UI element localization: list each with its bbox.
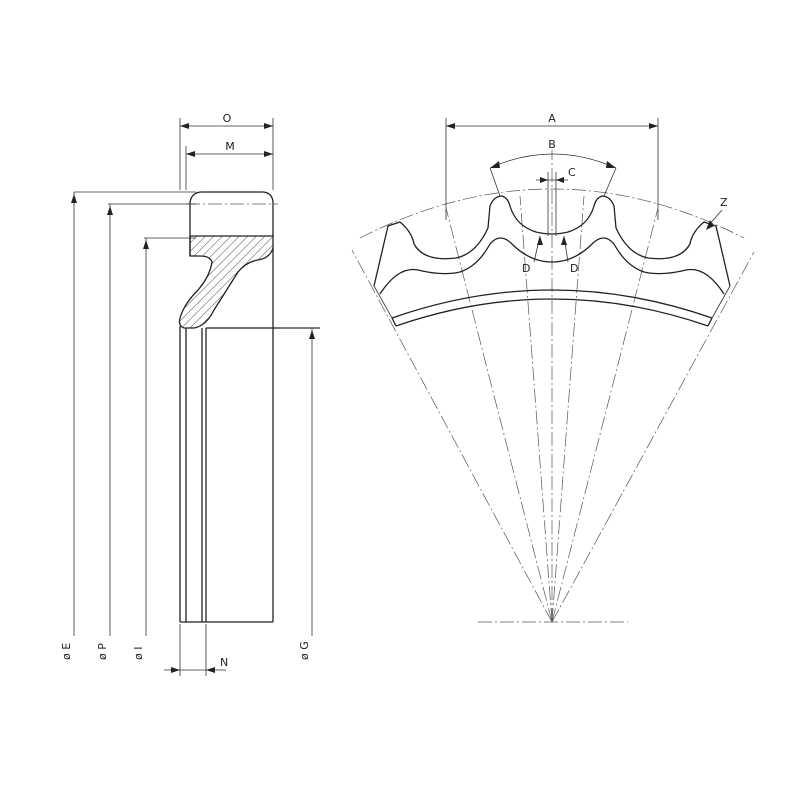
- dimension-o-label: O: [223, 112, 232, 125]
- sprocket-segment-view: A B C D D Z: [351, 112, 755, 623]
- hub-ring-outer: [391, 289, 713, 319]
- dimension-i-label: ø I: [132, 647, 145, 660]
- seal-lip-profile: [178, 235, 274, 329]
- sprocket-tooth-profile-inner: [379, 237, 725, 295]
- radial-centerlines: [351, 150, 755, 623]
- dimension-z-label: Z: [720, 196, 728, 209]
- dimension-a-label: A: [548, 112, 556, 125]
- dimension-b-arc: [489, 153, 617, 169]
- dimension-d-right-label: D: [570, 262, 578, 275]
- dimension-m-label: M: [225, 140, 235, 153]
- dimension-b-label: B: [548, 138, 556, 151]
- dimension-g-label: ø G: [298, 641, 311, 660]
- sprocket-tooth-profile-outer: [373, 195, 731, 287]
- dimension-n-label: N: [220, 656, 228, 669]
- seal-rim-outline: [189, 191, 274, 236]
- hub-ring-inner: [395, 298, 709, 327]
- pitch-circle-arc: [359, 188, 745, 239]
- dimension-p-label: ø P: [96, 643, 109, 660]
- dimension-c-label: C: [568, 166, 576, 179]
- dimension-e-label: ø E: [60, 643, 73, 660]
- seal-section-view: O M ø E ø P ø I ø G N: [60, 112, 320, 676]
- dimension-d-left-label: D: [522, 262, 530, 275]
